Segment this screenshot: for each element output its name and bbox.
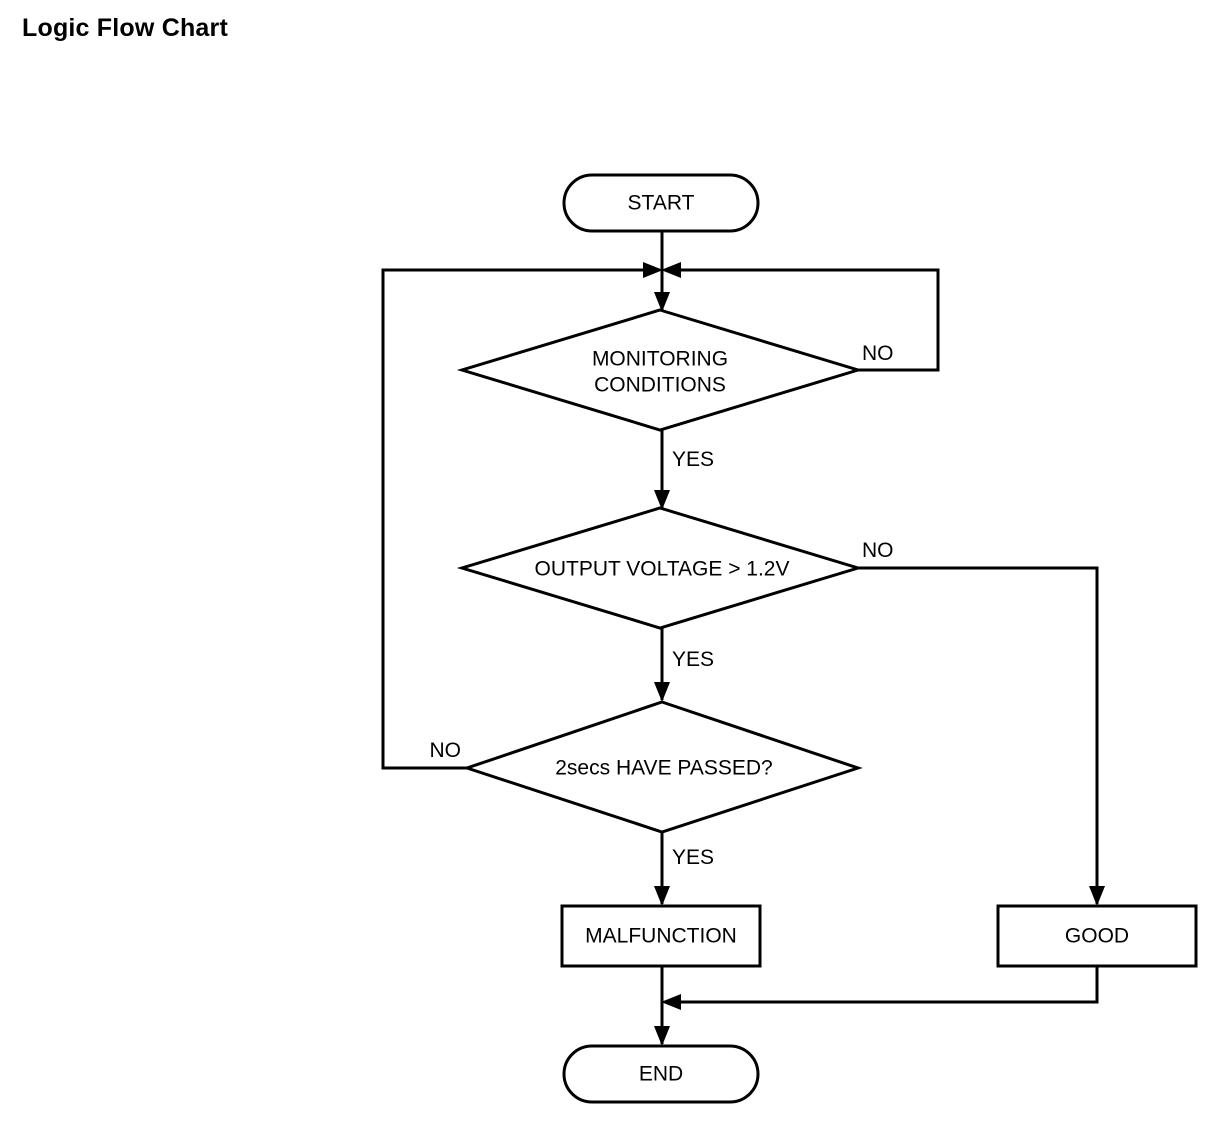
branch-label-timer-yes: YES (672, 846, 714, 869)
branch-label-voltage-yes: YES (672, 648, 714, 671)
timer-shape (462, 700, 863, 834)
voltage-label: OUTPUT VOLTAGE > 1.2V (535, 558, 790, 581)
good-label: GOOD (1065, 925, 1129, 948)
edge-voltage-no-to-good (858, 566, 1099, 904)
arrow-monitoring-no-loopback (661, 262, 681, 278)
end-shape (562, 1044, 760, 1104)
arrow-good-to-end (661, 994, 681, 1010)
monitoring-label-line1: MONITORING (592, 348, 728, 371)
arrow-voltage-no-to-good (1089, 886, 1105, 906)
edge-timer-no-loopback (381, 268, 650, 770)
arrow-timer-no-loopback (643, 262, 663, 278)
branch-label-monitoring-no: NO (862, 342, 894, 365)
start-shape (562, 173, 760, 233)
branch-label-monitoring-yes: YES (672, 448, 714, 471)
malfunction-shape (560, 904, 762, 968)
arrow-start-to-monitoring (654, 292, 670, 312)
node-malfunction[interactable]: MALFUNCTION (560, 904, 762, 968)
node-timer-check[interactable]: 2secs HAVE PASSED? (462, 700, 863, 834)
arrow-timer-yes-to-malfunction (654, 886, 670, 906)
start-label: START (628, 192, 695, 215)
monitoring-shape (456, 308, 864, 432)
branch-label-voltage-no: NO (862, 539, 894, 562)
node-end[interactable]: END (562, 1044, 760, 1104)
node-output-voltage[interactable]: OUTPUT VOLTAGE > 1.2V (456, 506, 864, 630)
branch-label-timer-no: NO (430, 739, 462, 762)
arrow-malfunction-to-end (654, 1026, 670, 1046)
page-title: Logic Flow Chart (22, 14, 228, 42)
node-start[interactable]: START (562, 173, 760, 233)
edge-good-to-end (674, 966, 1099, 1004)
end-label: END (639, 1063, 683, 1086)
good-shape (996, 904, 1198, 968)
edge-monitoring-no-loopback (674, 268, 940, 372)
malfunction-label: MALFUNCTION (585, 925, 737, 948)
node-good[interactable]: GOOD (996, 904, 1198, 968)
arrow-monitoring-yes (654, 490, 670, 510)
node-monitoring-conditions[interactable]: MONITORING CONDITIONS (456, 308, 864, 432)
timer-label: 2secs HAVE PASSED? (555, 757, 772, 780)
voltage-shape (456, 506, 864, 630)
arrow-voltage-yes (654, 682, 670, 702)
monitoring-label-line2: CONDITIONS (594, 374, 726, 397)
